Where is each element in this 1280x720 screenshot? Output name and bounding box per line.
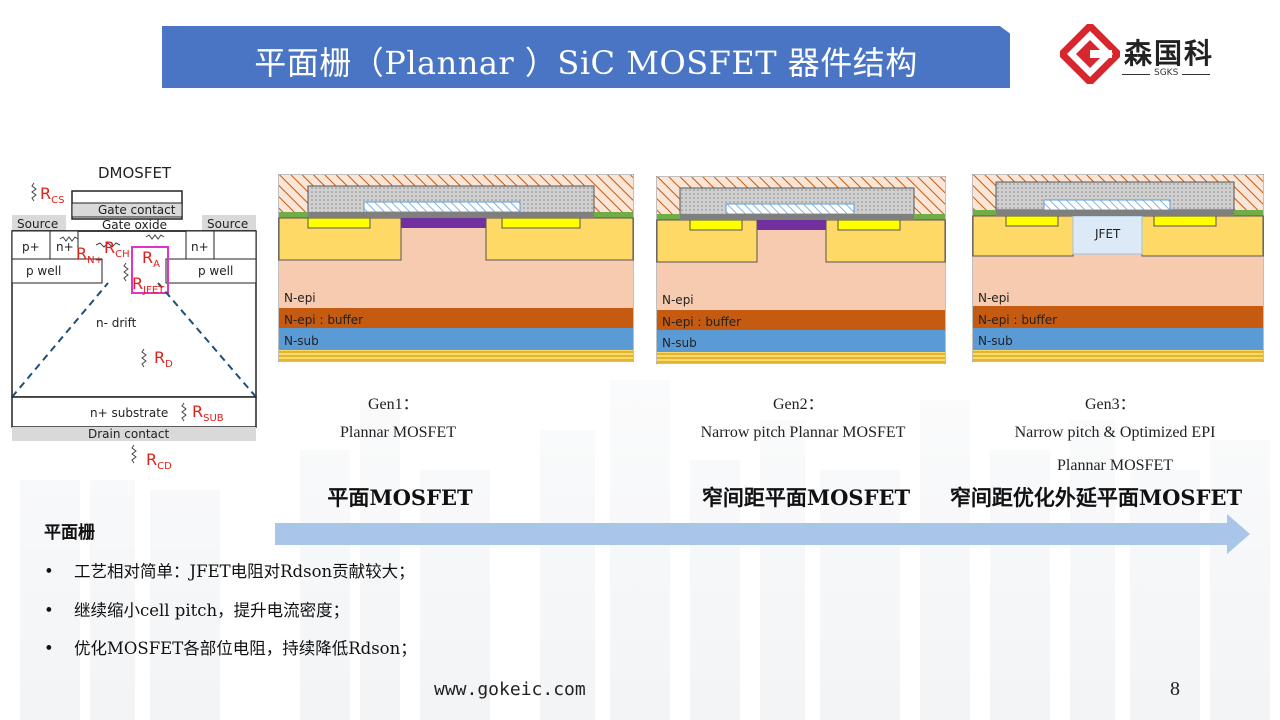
gen3-n-epi-label: N-epi — [978, 291, 1010, 305]
svg-text:RA: RA — [142, 248, 160, 270]
r-d-sub: D — [165, 359, 173, 370]
page-title: 平面栅（Plannar ）SiC MOSFET 器件结构 — [254, 44, 918, 82]
gen1-n-epi-label: N-epi — [284, 291, 316, 305]
gen1-cross-section: N-epi N-epi : buffer N-sub — [278, 174, 634, 362]
n-substrate-label: n+ substrate — [90, 406, 168, 420]
bullet-marker: • — [44, 601, 54, 620]
bullet-item: • 工艺相对简单：JFET电阻对Rdson贡献较大； — [44, 558, 415, 582]
bullet-text: 优化MOSFET各部位电阻，持续降低Rdson； — [74, 639, 417, 658]
gen1-cn-label: 平面MOSFET — [327, 485, 473, 510]
n-plus-right-label: n+ — [191, 240, 209, 254]
gen3-desc-line2: Plannar MOSFET — [1057, 457, 1173, 474]
r-jfet-label: R — [132, 274, 143, 293]
r-jfet-sub: JFET — [142, 285, 165, 296]
drain-contact-label: Drain contact — [88, 427, 169, 441]
gen2-n-epi-label: N-epi — [662, 293, 694, 307]
r-d-label: R — [154, 348, 165, 367]
r-sub-sub: SUB — [203, 413, 224, 424]
gen1-label: Gen1： — [368, 396, 419, 413]
r-cd-label: R — [146, 450, 157, 469]
svg-text:RCS: RCS — [40, 184, 64, 206]
svg-text:RD: RD — [154, 348, 173, 370]
gen2-label: Gen2： — [773, 396, 824, 413]
gen3-label: Gen3： — [1085, 396, 1136, 413]
p-plus-label: p+ — [22, 240, 40, 254]
source-left-label: Source — [17, 217, 58, 231]
dmosfet-diagram: DMOSFET Gate contact Gate oxide Source S… — [8, 155, 270, 480]
gen3-jfet-label: JFET — [1094, 227, 1121, 241]
dmosfet-title: DMOSFET — [98, 164, 172, 182]
bullet-item: • 继续缩小cell pitch，提升电流密度； — [44, 597, 349, 621]
bullet-item: • 优化MOSFET各部位电阻，持续降低Rdson； — [44, 635, 417, 659]
gen2-buffer-label: N-epi : buffer — [662, 315, 741, 329]
footer-url: www.gokeic.com — [434, 679, 586, 700]
r-cs-sub: CS — [51, 195, 64, 206]
logo-sub: SGKS — [1154, 68, 1179, 78]
gen2-cn-label: 窄间距平面MOSFET — [701, 485, 911, 510]
gen1-desc: Plannar MOSFET — [340, 424, 456, 441]
gen3-cross-section: JFET N-epi N-epi : buffer N-sub — [972, 174, 1264, 362]
svg-text:RCH: RCH — [104, 238, 130, 260]
sgks-diamond-logo-icon — [1060, 24, 1120, 84]
title-banner: 平面栅（Plannar ）SiC MOSFET 器件结构 — [162, 26, 1010, 88]
r-ch-sub: CH — [115, 249, 130, 260]
r-a-sub: A — [153, 259, 160, 270]
bullet-heading: 平面栅 — [44, 523, 95, 543]
r-cd-sub: CD — [157, 461, 172, 472]
n-plus-left-label: n+ — [56, 240, 74, 254]
logo-name: 森国科 — [1124, 37, 1215, 70]
bullet-text: 继续缩小cell pitch，提升电流密度； — [74, 601, 350, 620]
bullet-text: 工艺相对简单：JFET电阻对Rdson贡献较大； — [74, 562, 415, 581]
gate-contact-label: Gate contact — [98, 203, 176, 217]
r-n-sub: N+ — [87, 255, 103, 266]
logo-line-right — [1182, 74, 1210, 75]
logo-line-left — [1122, 74, 1150, 75]
gen3-cn-label: 窄间距优化外延平面MOSFET — [949, 485, 1243, 510]
gen1-buffer-label: N-epi : buffer — [284, 313, 363, 327]
page-number: 8 — [1170, 678, 1180, 700]
r-a-label: R — [142, 248, 153, 267]
bullet-marker: • — [44, 562, 54, 581]
p-well-left-label: p well — [26, 264, 61, 278]
svg-text:RN+: RN+ — [76, 244, 103, 266]
svg-text:RCD: RCD — [146, 450, 172, 472]
svg-text:RSUB: RSUB — [192, 402, 224, 424]
company-logo: 森国科 SGKS — [1060, 22, 1230, 86]
r-cs-label: R — [40, 184, 51, 203]
bullet-marker: • — [44, 639, 54, 658]
bullet-section: 平面栅 • 工艺相对简单：JFET电阻对Rdson贡献较大； • 继续缩小cell … — [44, 518, 417, 658]
source-right-label: Source — [207, 217, 248, 231]
gate-oxide-label: Gate oxide — [102, 218, 167, 232]
p-well-right-label: p well — [198, 264, 233, 278]
gen3-desc: Narrow pitch & Optimized EPI — [1014, 424, 1216, 441]
r-sub-label: R — [192, 402, 203, 421]
gen1-n-sub-label: N-sub — [284, 334, 319, 348]
r-n-label: R — [76, 244, 87, 263]
gen2-cross-section: N-epi N-epi : buffer N-sub — [656, 176, 946, 364]
svg-text:RJFET: RJFET — [132, 274, 165, 296]
r-ch-label: R — [104, 238, 115, 257]
gen2-n-sub-label: N-sub — [662, 336, 697, 350]
n-drift-label: n- drift — [96, 316, 137, 330]
gen3-buffer-label: N-epi : buffer — [978, 313, 1057, 327]
gen2-desc: Narrow pitch Plannar MOSFET — [700, 424, 906, 441]
progress-arrow — [275, 514, 1250, 554]
gen3-n-sub-label: N-sub — [978, 334, 1013, 348]
